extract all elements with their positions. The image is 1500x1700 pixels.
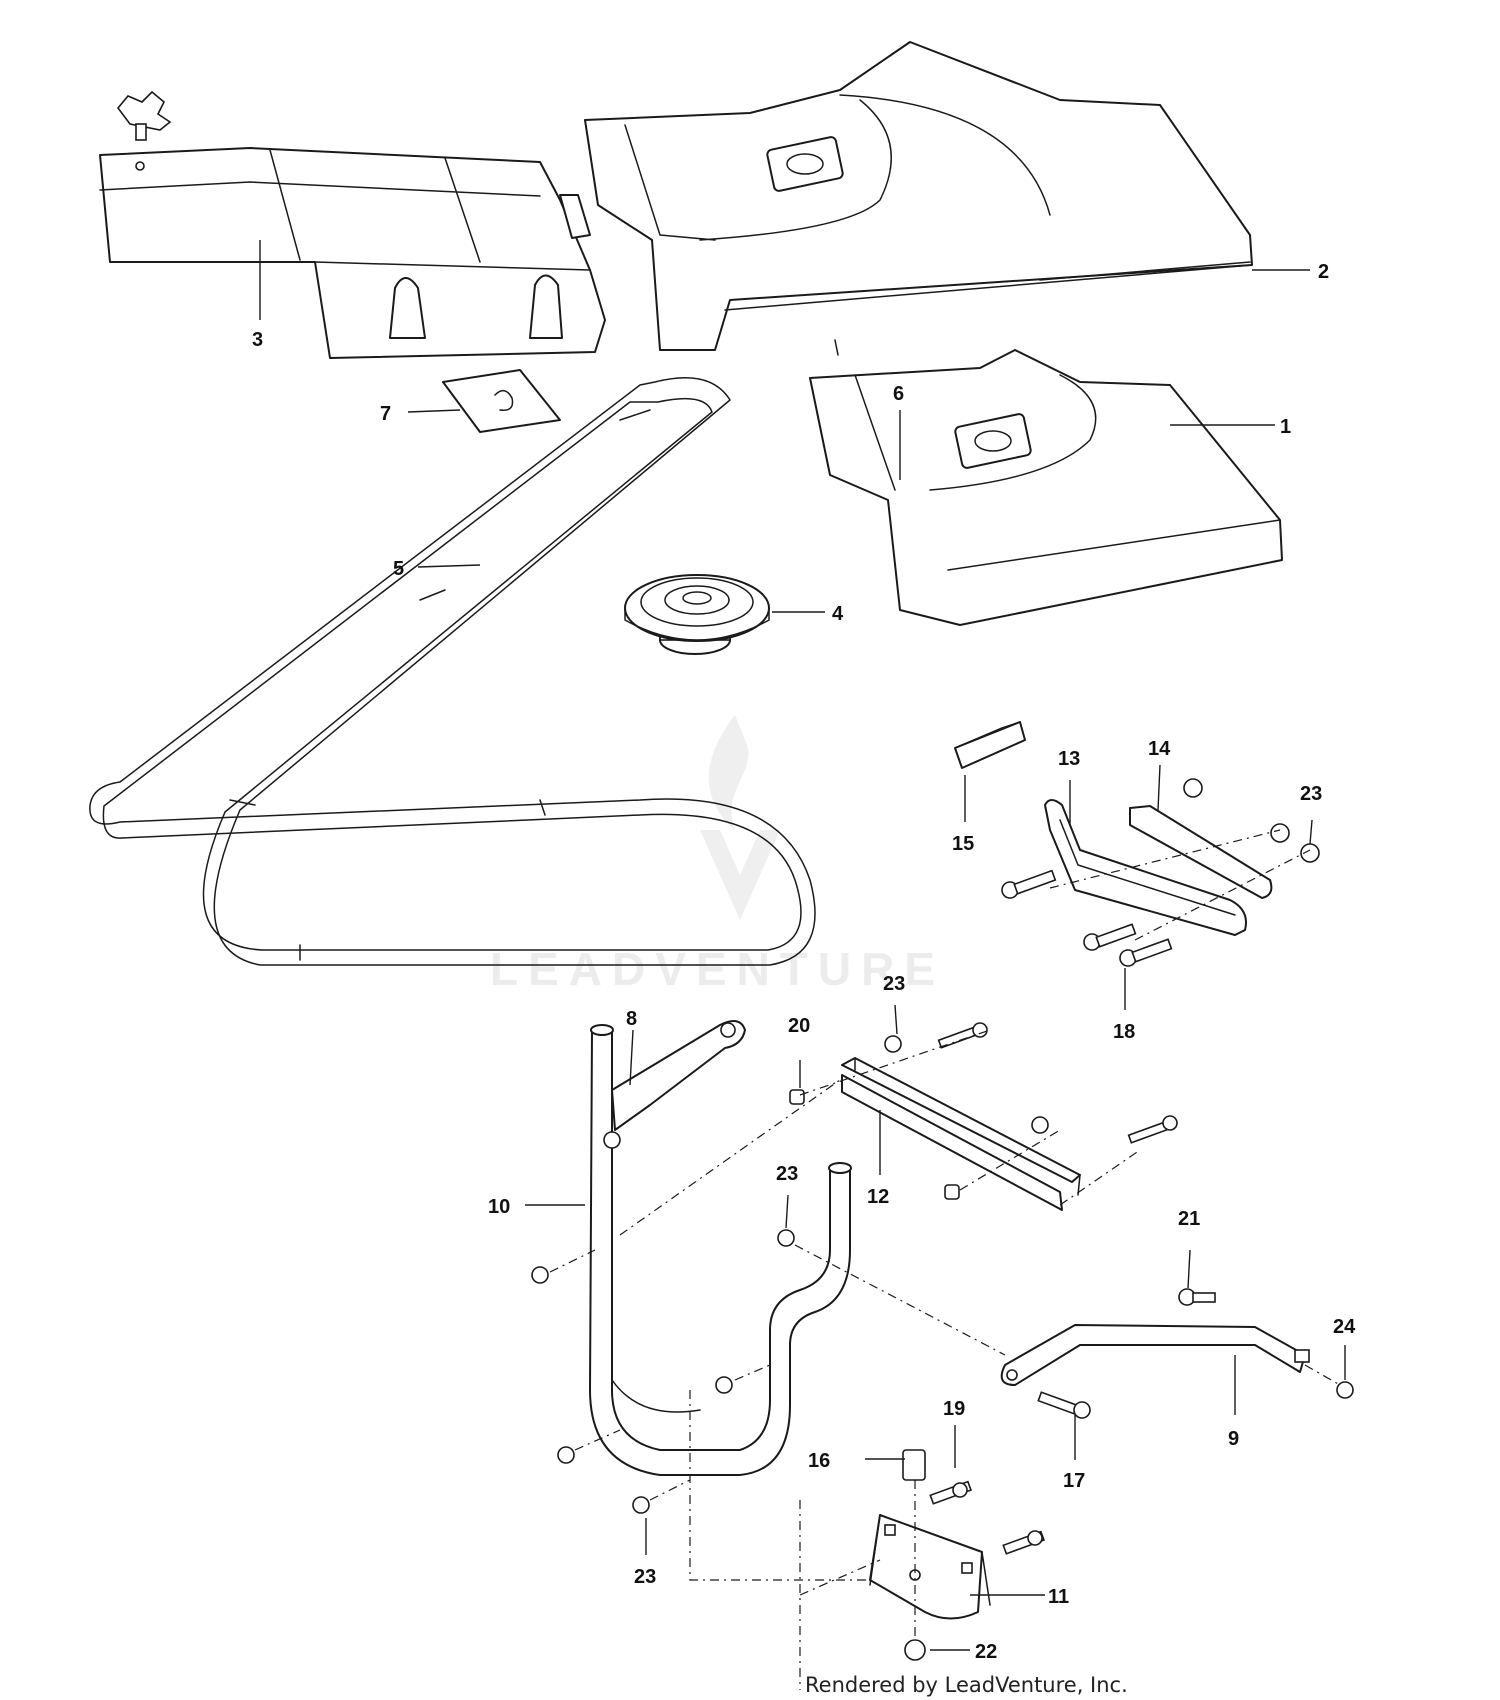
callout-17: 17: [1063, 1470, 1085, 1492]
callout-9: 9: [1228, 1428, 1239, 1450]
callout-23-top: 23: [883, 973, 905, 995]
part-12-channel-bracket: [841, 1057, 1081, 1211]
callout-18: 18: [1113, 1021, 1135, 1043]
callout-6: 6: [893, 383, 904, 405]
watermark-logo-icon: [700, 715, 780, 920]
callout-11: 11: [1048, 1586, 1069, 1608]
callout-24: 24: [1333, 1316, 1356, 1338]
part-8-lever: [603, 1020, 746, 1149]
callout-19: 19: [943, 1398, 965, 1420]
callout-23-right: 23: [1300, 783, 1322, 805]
render-credit: Rendered by LeadVenture, Inc.: [805, 1673, 1128, 1697]
part-10-handle-tube: [589, 1024, 852, 1476]
hardware-group-18: [1001, 778, 1320, 967]
part-2-belt-cover-large: [584, 41, 1253, 356]
part-13-bracket: [1044, 799, 1247, 936]
watermark: LEADVENTURE: [490, 715, 945, 995]
callout-1: 1: [1280, 416, 1291, 438]
part-7-decal: [442, 369, 561, 433]
callout-12: 12: [867, 1186, 889, 1208]
watermark-text: LEADVENTURE: [490, 943, 945, 995]
knob-icon: [116, 90, 172, 141]
callout-14: 14: [1148, 738, 1171, 760]
part-3-belt-cover-left: [99, 90, 606, 359]
callout-4: 4: [832, 603, 844, 625]
callout-2: 2: [1318, 261, 1329, 283]
callout-15: 15: [952, 833, 974, 855]
part-1-belt-cover-right: [809, 349, 1283, 626]
callout-8: 8: [626, 1008, 637, 1030]
callout-16: 16: [808, 1450, 830, 1472]
callout-13: 13: [1058, 748, 1080, 770]
callout-7: 7: [380, 403, 391, 425]
hardware-group-10: [531, 1229, 1006, 1690]
part-14-strap: [1129, 805, 1273, 899]
callout-10: 10: [488, 1196, 510, 1218]
part-9-rod: [1000, 1324, 1310, 1386]
callout-20: 20: [788, 1015, 810, 1037]
leader-lines: [259, 240, 1346, 1651]
hardware-group-9: [1037, 1288, 1354, 1419]
callout-3: 3: [252, 329, 263, 351]
hardware-group-12: [619, 1022, 1178, 1236]
part-11-plate: [869, 1514, 991, 1620]
callout-23-bottom: 23: [634, 1566, 656, 1588]
part-15-pad: [954, 721, 1026, 769]
part-4-pulley: [624, 574, 770, 655]
callout-21: 21: [1178, 1208, 1200, 1230]
callout-22: 22: [975, 1641, 997, 1663]
callout-numbers: 1 2 3 4 5 6 7 8 9 10 11 12 13 14 15 16 1…: [252, 261, 1356, 1663]
callout-23-mid: 23: [776, 1163, 798, 1185]
callout-5: 5: [393, 558, 404, 580]
hardware-group-11: [799, 1449, 1045, 1661]
part-5-v-belt: [89, 376, 816, 966]
